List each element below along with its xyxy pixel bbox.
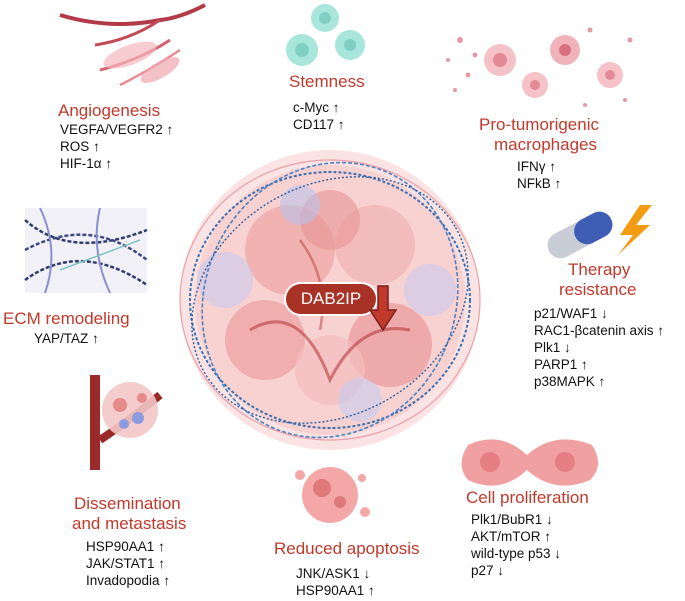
macrophages-item: NFkB ↑ bbox=[517, 176, 562, 191]
apoptosis-item: JNK/ASK1 ↓ bbox=[296, 566, 371, 581]
dissemination-title-line1: Dissemination bbox=[74, 494, 181, 513]
ecm-title: ECM remodeling bbox=[3, 309, 130, 328]
tumor-mass-illustration bbox=[179, 150, 481, 450]
apoptosis-item: HSP90AA1 ↑ bbox=[296, 583, 375, 598]
proliferation-list: Plk1/BubR1 ↓ AKT/mTOR ↑ wild-type p53 ↓ … bbox=[471, 511, 561, 579]
therapy-item: PARP1 ↑ bbox=[534, 357, 588, 372]
macrophages-list: IFNγ ↑ NFkB ↑ bbox=[517, 158, 561, 192]
ecm-list: YAP/TAZ ↑ bbox=[34, 330, 99, 347]
proliferation-item: AKT/mTOR ↑ bbox=[471, 529, 552, 544]
stemness-list: c-Myc ↑ CD117 ↑ bbox=[293, 99, 345, 133]
angiogenesis-item: ROS ↑ bbox=[60, 139, 100, 154]
dab2ip-label: DAB2IP bbox=[300, 289, 362, 308]
therapy-item: p21/WAF1 ↓ bbox=[534, 306, 608, 321]
dab2ip-pill bbox=[284, 282, 378, 316]
dissemination-title-line2: and metastasis bbox=[72, 514, 187, 533]
therapy-item: RAC1-βcatenin axis ↑ bbox=[534, 323, 665, 338]
drug-capsule-icon bbox=[547, 211, 613, 259]
macrophages-title-line2: macrophages bbox=[494, 135, 598, 154]
blood-vessels-icon bbox=[59, 3, 206, 87]
proliferation-title: Cell proliferation bbox=[466, 488, 589, 507]
therapy-item: p38MAPK ↑ bbox=[534, 374, 606, 389]
proliferation-item: Plk1/BubR1 ↓ bbox=[471, 512, 553, 527]
therapy-title-line2: resistance bbox=[559, 280, 637, 299]
dividing-cell-icon bbox=[461, 439, 599, 486]
proliferation-item: p27 ↓ bbox=[471, 563, 505, 578]
stemness-title: Stemness bbox=[289, 72, 365, 91]
angiogenesis-item: VEGFA/VEGFR2 ↑ bbox=[60, 122, 174, 137]
ecm-item: YAP/TAZ ↑ bbox=[34, 331, 99, 346]
dissemination-list: HSP90AA1 ↑ JAK/STAT1 ↑ Invadopodia ↑ bbox=[86, 538, 170, 589]
down-arrow-icon bbox=[368, 285, 398, 332]
dissemination-item: JAK/STAT1 ↑ bbox=[86, 556, 166, 571]
dissemination-item: HSP90AA1 ↑ bbox=[86, 539, 165, 554]
ecm-fibers-icon bbox=[24, 207, 148, 294]
stemness-item: CD117 ↑ bbox=[293, 117, 345, 132]
apoptosis-list: JNK/ASK1 ↓ HSP90AA1 ↑ bbox=[296, 565, 375, 599]
angiogenesis-title: Angiogenesis bbox=[58, 101, 161, 120]
angiogenesis-item: HIF-1α ↑ bbox=[60, 156, 113, 171]
macrophages-icon bbox=[446, 27, 633, 107]
metastasis-vessel-icon bbox=[90, 375, 163, 470]
therapy-list: p21/WAF1 ↓ RAC1-βcatenin axis ↑ Plk1 ↓ P… bbox=[534, 305, 664, 390]
dissemination-item: Invadopodia ↑ bbox=[86, 573, 171, 588]
proliferation-item: wild-type p53 ↓ bbox=[471, 546, 562, 561]
stem-cells-icon bbox=[286, 4, 365, 66]
lightning-icon bbox=[618, 205, 652, 255]
therapy-item: Plk1 ↓ bbox=[534, 340, 571, 355]
apoptotic-cell-icon bbox=[295, 467, 370, 523]
therapy-title-line1: Therapy bbox=[568, 260, 631, 279]
macrophages-item: IFNγ ↑ bbox=[517, 159, 556, 174]
macrophages-title-line1: Pro-tumorigenic bbox=[479, 115, 599, 134]
stemness-item: c-Myc ↑ bbox=[293, 100, 340, 115]
angiogenesis-list: VEGFA/VEGFR2 ↑ ROS ↑ HIF-1α ↑ bbox=[60, 121, 173, 172]
apoptosis-title: Reduced apoptosis bbox=[274, 539, 420, 558]
